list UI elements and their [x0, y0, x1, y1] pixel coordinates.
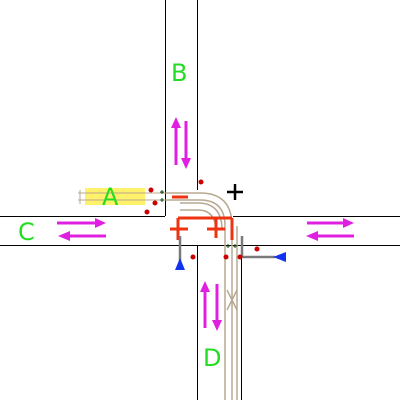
- road-label-b: B: [171, 59, 188, 87]
- approach-highlight[interactable]: [85, 188, 145, 205]
- road-label-d: D: [203, 344, 222, 372]
- small-marks: [160, 190, 237, 248]
- rails: [178, 236, 275, 262]
- signal-bars[interactable]: [170, 195, 234, 240]
- red-dots[interactable]: [144, 179, 260, 260]
- blue-marker[interactable]: [175, 258, 185, 270]
- crosshair-icon: [227, 184, 243, 200]
- road-label-c: C: [18, 218, 35, 246]
- blue-marker[interactable]: [273, 252, 286, 262]
- approach-lines: [78, 190, 166, 204]
- road-label-a: A: [102, 183, 119, 211]
- direction-arrows: [57, 117, 354, 331]
